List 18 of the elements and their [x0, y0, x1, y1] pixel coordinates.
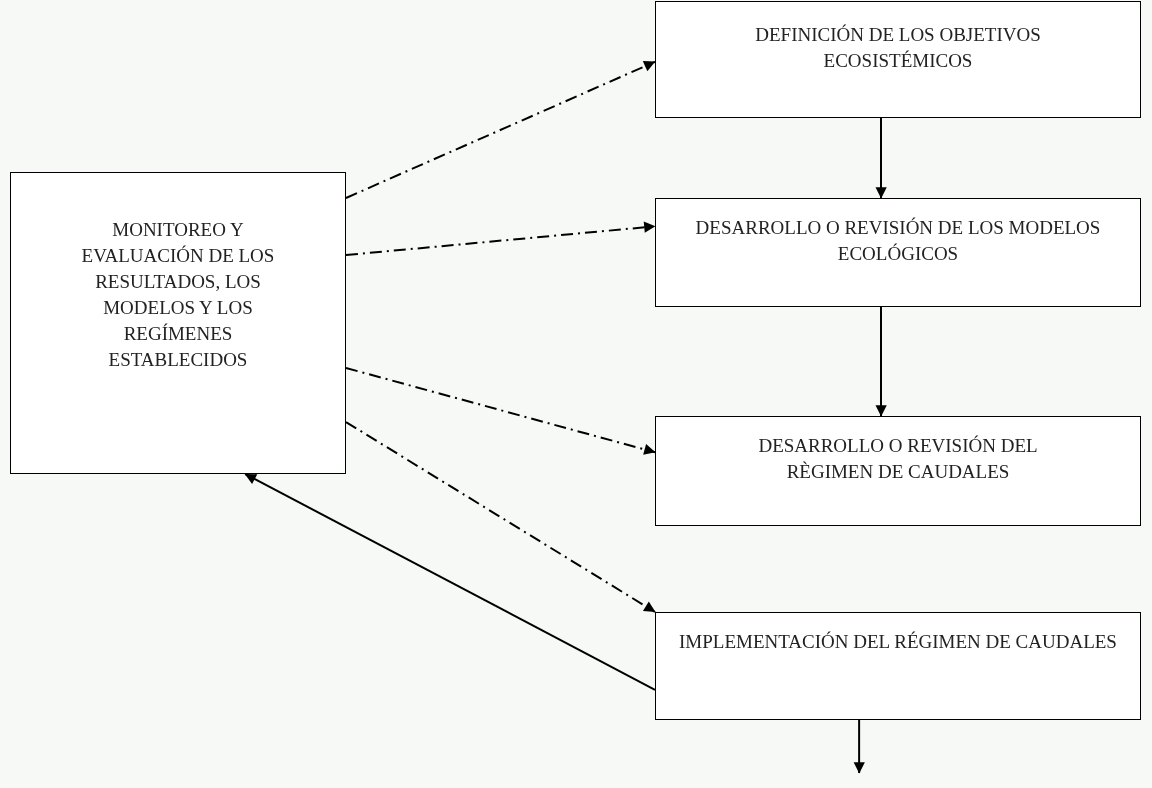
arrow [244, 473, 656, 691]
box-text: DESARROLLO O REVISIÓN DE LOS MODELOS ECOLÓGICOS [694, 216, 1102, 266]
process-box [655, 612, 1141, 720]
box-text: MONITOREO Y EVALUACIÓN DE LOS RESULTADOS, LOS MODELOS Y LOS REGÍMENES ESTABLECIDOS [80, 218, 276, 372]
arrow [345, 421, 656, 613]
arrow [345, 221, 656, 257]
arrow [345, 367, 656, 455]
process-box [655, 1, 1141, 118]
process-box [10, 172, 346, 474]
arrow [853, 719, 865, 774]
process-box [655, 416, 1141, 526]
box-text: DEFINICIÓN DE LOS OBJETIVOS ECOSISTÉMICOS [754, 23, 1042, 73]
process-box [655, 198, 1141, 307]
arrow [345, 60, 656, 199]
box-text: DESARROLLO O REVISIÓN DEL RÈGIMEN DE CAUDALES [757, 434, 1039, 484]
box-text: IMPLEMENTACIÓN DEL RÉGIMEN DE CAUDALES [679, 630, 1117, 654]
arrow [875, 306, 887, 417]
arrow [875, 117, 887, 199]
